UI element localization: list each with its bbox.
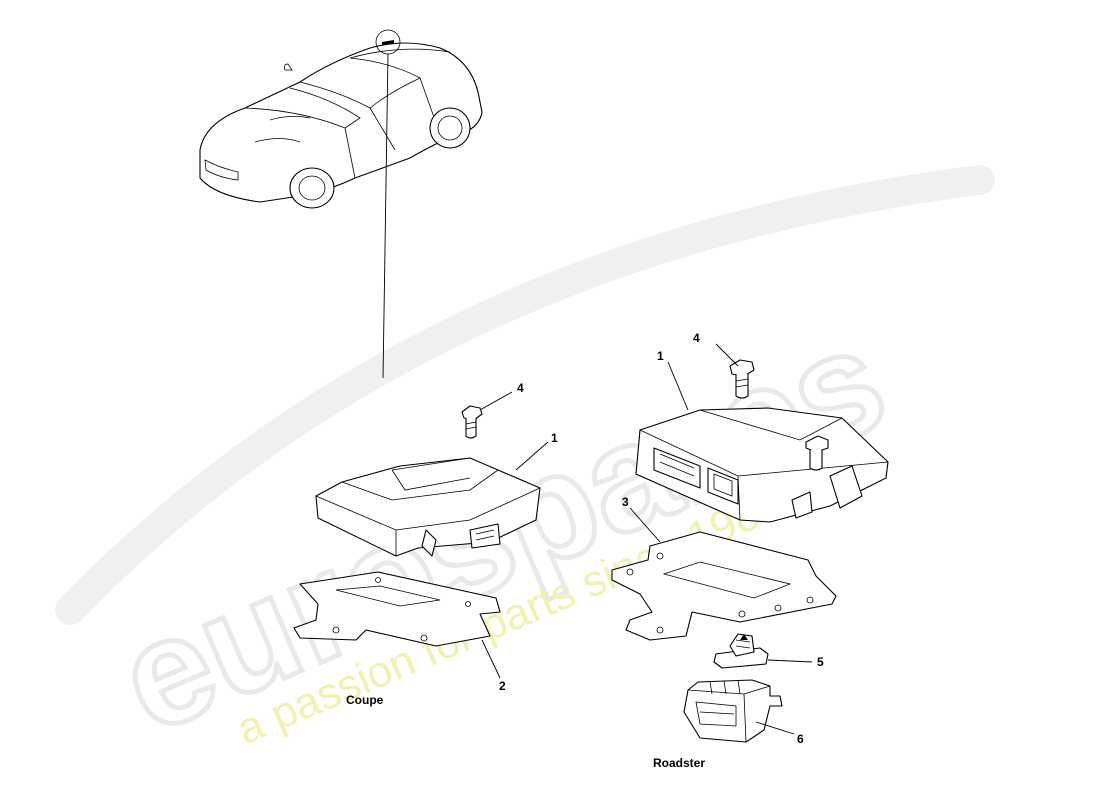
roadster-bracket [611, 531, 837, 641]
caption-coupe: Coupe [346, 693, 384, 707]
location-marker-icon [382, 40, 394, 45]
location-leader [382, 53, 389, 379]
roadster-module [635, 407, 889, 523]
callout-roadster-clip: 5 [817, 655, 824, 669]
roadster-bolt [729, 359, 755, 399]
watermark-swoosh [55, 165, 995, 625]
callout-roadster-bracket: 3 [622, 495, 629, 509]
coupe-bracket [293, 571, 501, 647]
roadster-connector [683, 679, 783, 743]
coupe-assembly: 4 1 2 Coupe [293, 381, 558, 707]
caption-roadster: Roadster [653, 756, 705, 770]
callout-coupe-bolt: 4 [517, 381, 524, 395]
callout-roadster-module: 1 [657, 349, 664, 363]
roadster-clip [713, 633, 769, 669]
callout-coupe-bracket: 2 [499, 679, 506, 693]
callout-coupe-module: 1 [551, 431, 558, 445]
callout-roadster-connector: 6 [797, 732, 804, 746]
coupe-module [315, 457, 541, 557]
roadster-assembly: 4 1 3 [611, 331, 889, 770]
coupe-bolt [461, 405, 483, 439]
callout-roadster-bolt: 4 [693, 331, 700, 345]
car-illustration [199, 29, 483, 209]
